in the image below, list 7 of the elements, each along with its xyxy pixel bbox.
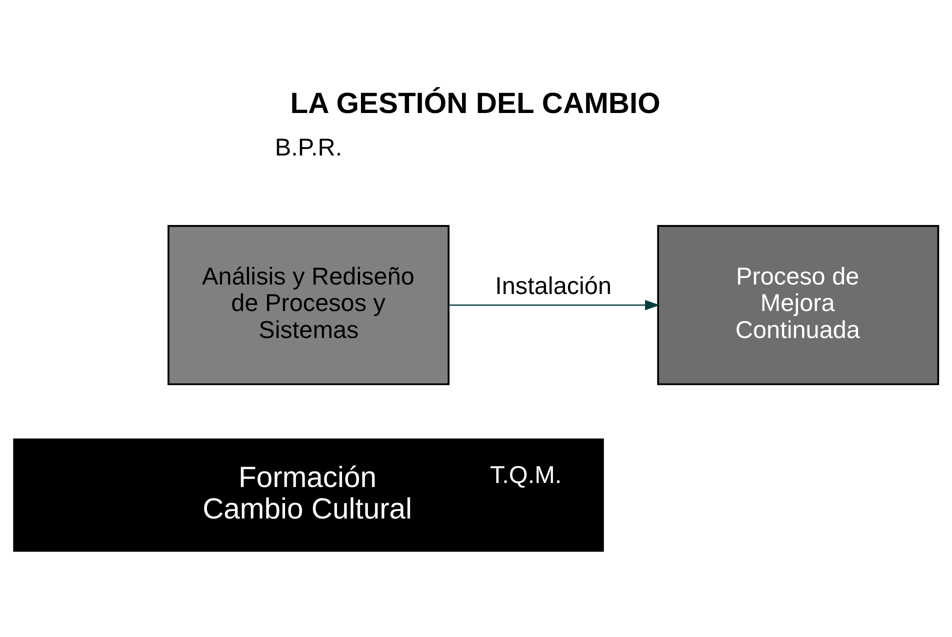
label: B.P.R.: [274, 134, 342, 162]
node-box: Análisis y Rediseño de Procesos y Sistemas: [168, 225, 450, 386]
node-box: Formación Cambio Cultural T.Q.M.: [13, 438, 604, 552]
arrow: [448, 300, 660, 310]
node-box: Proceso de Mejora Continuada: [657, 225, 940, 386]
edge-label: Instalación: [495, 273, 612, 300]
diagram-title: LA GESTIÓN DEL CAMBIO: [290, 88, 660, 120]
